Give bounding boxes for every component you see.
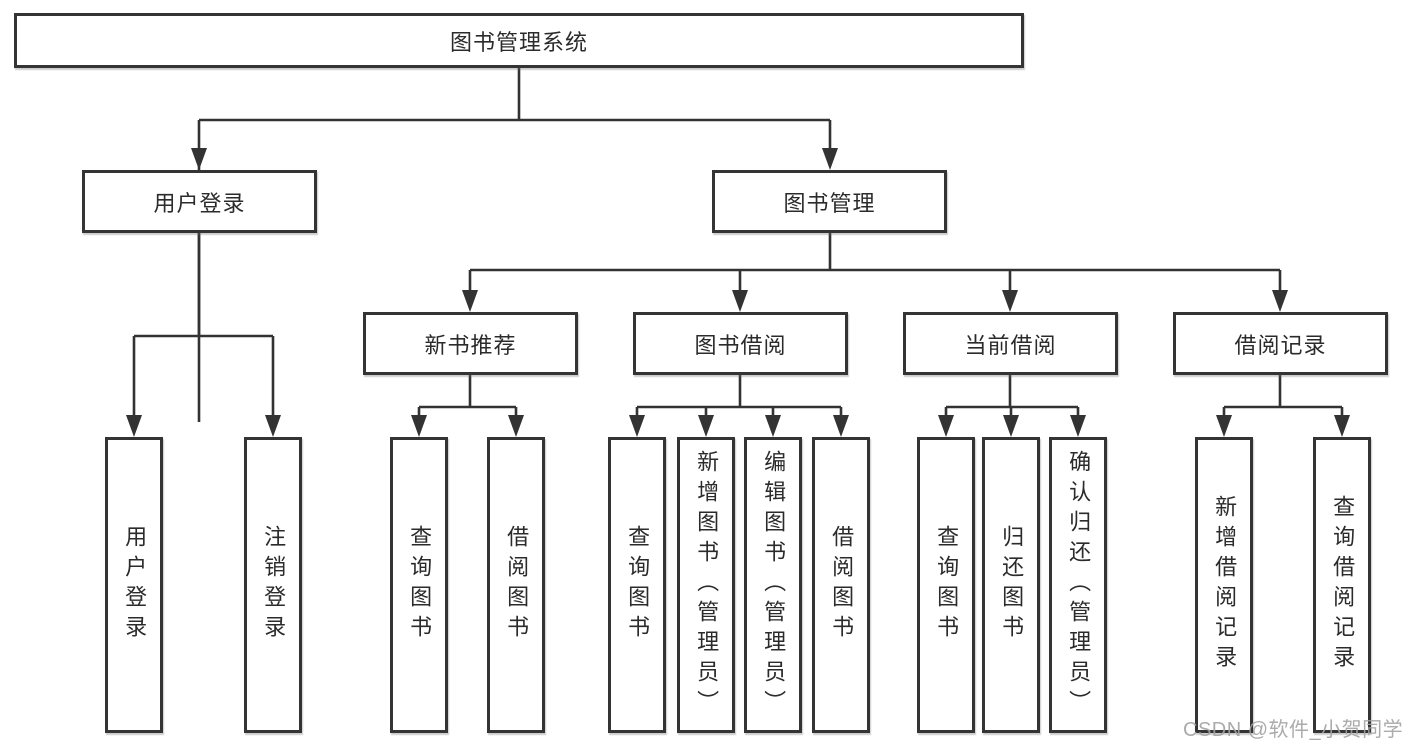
node-user-login: 用户登录 — [82, 170, 317, 233]
node-book-management-label: 图书管理 — [783, 190, 876, 216]
leaf-br-query-record: 查询借阅记录 — [1313, 437, 1371, 733]
node-borrowing-records-label: 借阅记录 — [1234, 332, 1327, 358]
leaf-nbr-borrow-books: 借阅图书 — [487, 437, 545, 733]
leaf-cb-query-books: 查询图书 — [917, 437, 975, 733]
node-new-book-recommend-label: 新书推荐 — [424, 332, 517, 358]
node-root: 图书管理系统 — [14, 13, 1024, 68]
leaf-cb-return-books: 归还图书 — [982, 437, 1040, 733]
leaf-nbr-borrow-books-label: 借阅图书 — [504, 525, 530, 645]
node-book-borrowing: 图书借阅 — [633, 312, 848, 375]
node-current-borrowing: 当前借阅 — [903, 312, 1118, 375]
leaf-bb-edit-books-admin: 编辑图书（管理员） — [744, 437, 802, 733]
node-borrowing-records: 借阅记录 — [1173, 312, 1388, 375]
leaf-cb-return-books-label: 归还图书 — [999, 525, 1025, 645]
node-user-login-label: 用户登录 — [153, 190, 246, 216]
leaf-br-add-record-label: 新增借阅记录 — [1212, 495, 1238, 675]
leaf-cb-confirm-return-admin-label: 确认归还（管理员） — [1066, 450, 1092, 720]
leaf-br-add-record: 新增借阅记录 — [1195, 437, 1253, 733]
leaf-logout-label: 注销登录 — [261, 525, 287, 645]
csdn-watermark: CSDN @软件_小贺同学 — [1183, 719, 1404, 741]
leaf-nbr-query-books-label: 查询图书 — [407, 525, 433, 645]
leaf-nbr-query-books: 查询图书 — [390, 437, 448, 733]
node-root-label: 图书管理系统 — [449, 29, 588, 55]
leaf-bb-add-books-admin: 新增图书（管理员） — [677, 437, 735, 733]
node-book-management: 图书管理 — [712, 170, 947, 233]
leaf-cb-confirm-return-admin: 确认归还（管理员） — [1049, 437, 1107, 733]
node-book-borrowing-label: 图书借阅 — [694, 332, 787, 358]
leaf-user-login: 用户登录 — [105, 437, 163, 733]
leaf-bb-query-books: 查询图书 — [608, 437, 666, 733]
leaf-br-query-record-label: 查询借阅记录 — [1330, 495, 1356, 675]
leaf-bb-borrow-books-label: 借阅图书 — [829, 525, 855, 645]
leaf-logout: 注销登录 — [244, 437, 302, 733]
leaf-bb-edit-books-admin-label: 编辑图书（管理员） — [761, 450, 787, 720]
node-new-book-recommend: 新书推荐 — [363, 312, 578, 375]
node-current-borrowing-label: 当前借阅 — [964, 332, 1057, 358]
leaf-bb-borrow-books: 借阅图书 — [812, 437, 870, 733]
leaf-cb-query-books-label: 查询图书 — [934, 525, 960, 645]
leaf-bb-query-books-label: 查询图书 — [625, 525, 651, 645]
leaf-user-login-label: 用户登录 — [122, 525, 148, 645]
leaf-bb-add-books-admin-label: 新增图书（管理员） — [694, 450, 720, 720]
